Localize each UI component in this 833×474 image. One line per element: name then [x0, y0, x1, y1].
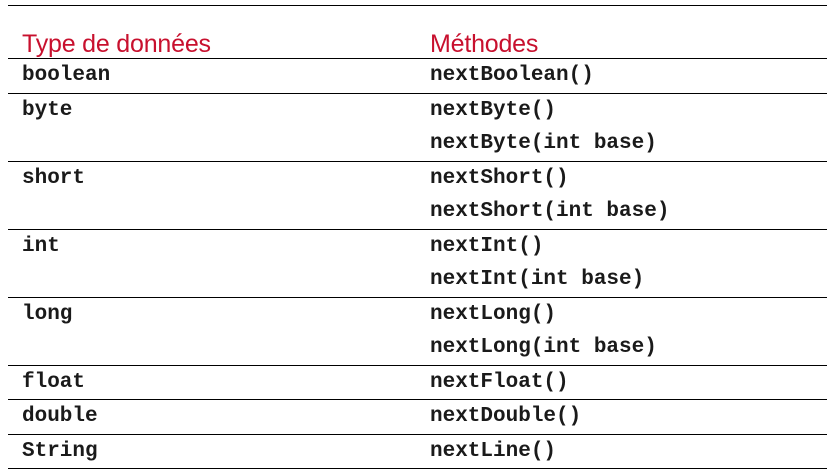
type-cell: double [22, 405, 98, 428]
type-cell: boolean [22, 64, 111, 87]
table-row: String nextLine() [8, 435, 827, 469]
method-cell: nextShort() [430, 166, 569, 190]
method-cell: nextShort(int base) [430, 200, 670, 223]
header-type: Type de données [22, 30, 211, 58]
type-cell: byte [22, 98, 73, 122]
method-cell: nextLong() [430, 302, 557, 326]
type-cell: String [22, 439, 98, 463]
type-cell: long [22, 302, 73, 326]
header-methods: Méthodes [430, 30, 539, 58]
method-cell: nextInt() [430, 234, 544, 258]
table-top-rule [8, 5, 827, 6]
type-cell: short [22, 166, 86, 190]
table-row: boolean nextBoolean() [8, 59, 827, 94]
method-cell: nextLine() [430, 439, 557, 463]
type-cell: float [22, 370, 86, 394]
table-row: byte nextByte() nextByte(int base) [8, 94, 827, 162]
table-row: double nextDouble() [8, 400, 827, 435]
method-cell: nextFloat() [430, 370, 569, 394]
method-cell: nextBoolean() [430, 64, 594, 87]
method-cell: nextInt(int base) [430, 268, 645, 291]
table-header-row: Type de données Méthodes [8, 6, 827, 59]
scanner-methods-table: Type de données Méthodes boolean nextBoo… [8, 5, 827, 469]
table-row: int nextInt() nextInt(int base) [8, 230, 827, 298]
method-cell: nextByte() [430, 98, 557, 122]
table-row: float nextFloat() [8, 366, 827, 400]
method-cell: nextDouble() [430, 405, 582, 428]
method-cell: nextLong(int base) [430, 336, 657, 359]
method-cell: nextByte(int base) [430, 132, 657, 155]
type-cell: int [22, 234, 60, 258]
table-row: short nextShort() nextShort(int base) [8, 162, 827, 230]
table-row: long nextLong() nextLong(int base) [8, 298, 827, 366]
